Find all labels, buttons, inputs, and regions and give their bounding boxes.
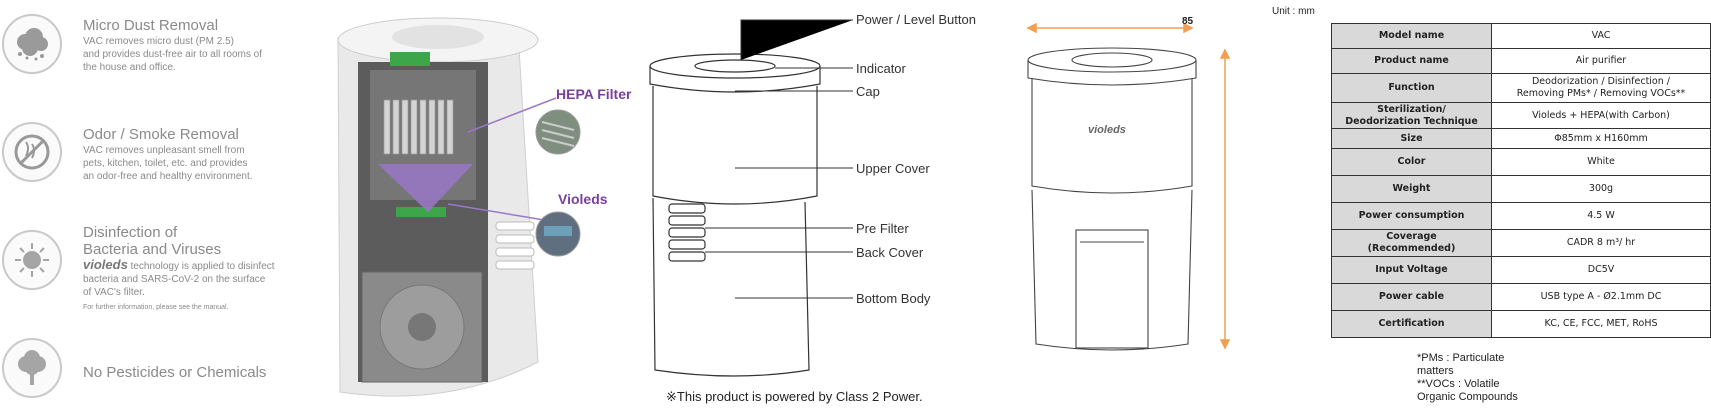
callout-cap: Cap: [856, 84, 880, 99]
dust-cloud-icon: [2, 14, 62, 74]
feature-title: Micro Dust Removal: [83, 17, 219, 34]
dimension-drawing: 85 violeds: [1020, 14, 1260, 354]
feature-title: Odor / Smoke Removal: [83, 126, 239, 143]
table-row: Coverage(Recommended)CADR 8 m³/ hr: [1331, 229, 1711, 257]
feature-title: No Pesticides or Chemicals: [83, 364, 267, 381]
violeds-label: Violeds: [558, 191, 608, 207]
callout-power-level-button: Power / Level Button: [856, 12, 976, 27]
hepa-filter-label: HEPA Filter: [556, 86, 632, 102]
cutaway-illustration: HEPA Filter Violeds: [318, 12, 638, 400]
callout-indicator: Indicator: [856, 61, 906, 76]
tree-icon: [2, 338, 62, 398]
callout-bottom-body: Bottom Body: [856, 291, 931, 306]
class2-power-note: ※This product is powered by Class 2 Powe…: [666, 389, 923, 404]
feature-note: For further information, please see the …: [83, 304, 229, 311]
width-dimension-label: 85: [1182, 16, 1194, 27]
no-smoking-icon: [2, 122, 62, 182]
callout-back-cover: Back Cover: [856, 245, 924, 260]
spec-footnotes: *PMs : Particulate matters **VOCs : Vola…: [1417, 352, 1518, 403]
virus-icon: [2, 230, 62, 290]
parts-diagram: Power / Level Button Indicator Cap Upper…: [645, 0, 985, 406]
callout-upper-cover: Upper Cover: [856, 161, 930, 176]
callout-pre-filter: Pre Filter: [856, 221, 909, 236]
violeds-logo-text: violeds: [83, 257, 128, 272]
violeds-logo: violeds: [1088, 124, 1126, 136]
feature-title: Disinfection of Bacteria and Viruses: [83, 224, 222, 258]
unit-label: Unit : mm: [1272, 6, 1315, 17]
